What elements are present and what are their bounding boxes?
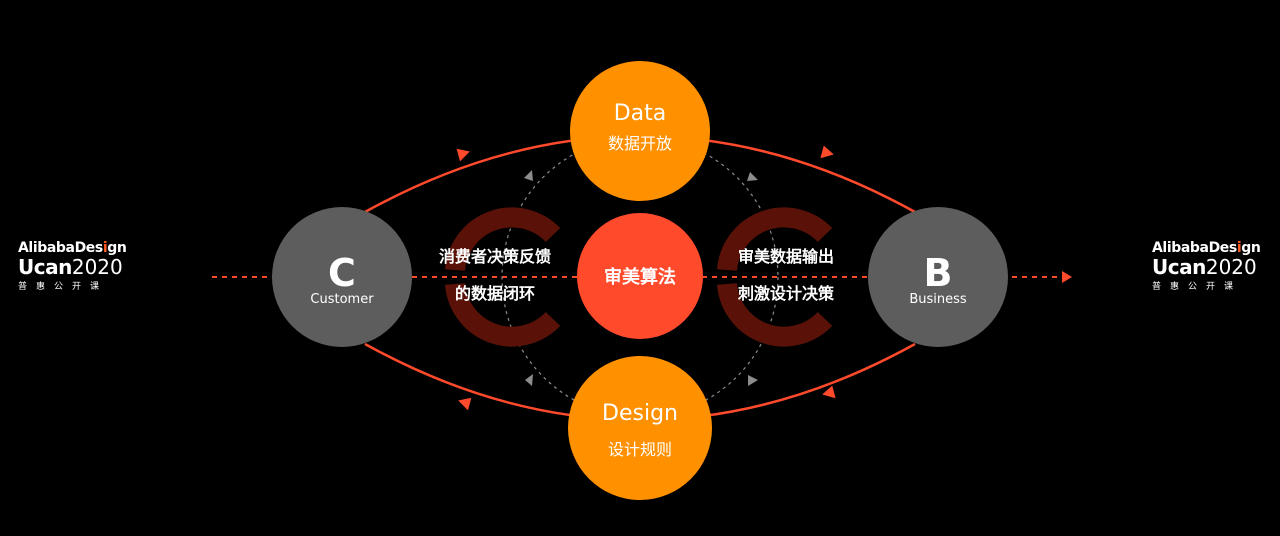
axis-arrowhead <box>1062 271 1072 283</box>
brand-logo-left: AlibabaDesign Ucan2020 普惠公开课 <box>18 240 138 292</box>
inner-arrow-3 <box>525 374 533 386</box>
right-cycle-ring-bottom <box>717 282 833 347</box>
business-node <box>868 207 1008 347</box>
loop-arrow-top-left <box>456 148 470 162</box>
inner-arrow-1 <box>524 170 533 181</box>
data-node <box>570 61 710 201</box>
design-node <box>568 356 712 500</box>
data-subtitle: 数据开放 <box>608 134 672 153</box>
brand-subtitle: 普惠公开课 <box>1152 282 1243 292</box>
right-caption-line1: 审美数据输出 <box>738 247 834 266</box>
inner-arrow-4 <box>748 375 758 386</box>
algorithm-label: 审美算法 <box>604 266 676 288</box>
customer-label: Customer <box>310 292 374 307</box>
customer-letter: C <box>328 251 356 295</box>
brand-subtitle: 普惠公开课 <box>18 282 109 292</box>
customer-node <box>272 207 412 347</box>
design-title: Design <box>602 401 678 426</box>
left-caption-line2: 的数据闭环 <box>455 284 535 303</box>
brand-event: Ucan2020 <box>18 255 123 279</box>
brand-event: Ucan2020 <box>1152 255 1257 279</box>
data-title: Data <box>614 101 667 126</box>
right-cycle-ring-top <box>717 207 833 272</box>
algorithm-node <box>577 213 703 339</box>
loop-arrow-bottom-left <box>458 397 472 411</box>
loop-arrow-bottom-right <box>822 385 836 399</box>
right-caption-line2: 刺激设计决策 <box>737 284 835 303</box>
loop-arrow-top-right <box>820 145 834 159</box>
left-cycle-ring-bottom <box>445 282 561 347</box>
brand-logo-right: AlibabaDesign Ucan2020 普惠公开课 <box>1152 240 1272 292</box>
business-label: Business <box>909 292 967 307</box>
brand-name: AlibabaDesign <box>1152 240 1261 256</box>
left-caption-line1: 消费者决策反馈 <box>439 247 551 266</box>
design-subtitle: 设计规则 <box>608 440 672 459</box>
left-cycle-ring-top <box>445 207 561 272</box>
brand-name: AlibabaDesign <box>18 240 127 256</box>
inner-arrow-2 <box>747 172 758 181</box>
business-letter: B <box>924 251 953 295</box>
